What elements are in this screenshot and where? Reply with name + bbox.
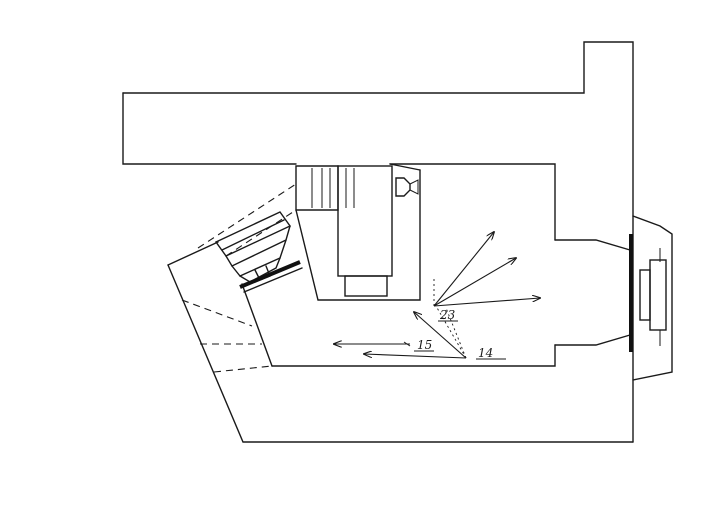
reference-labels: 23 15 14 <box>414 308 506 360</box>
label-14: 14 <box>478 346 493 360</box>
arrow-14-up <box>414 312 467 359</box>
inclined-spindle-head <box>214 211 303 293</box>
vertical-spindle-head <box>295 165 419 297</box>
arrows-group-23 <box>433 232 540 307</box>
work-opening <box>295 163 421 301</box>
arrows-group-14-15 <box>334 305 467 359</box>
arrow-14-left <box>364 354 467 359</box>
label-15: 15 <box>417 338 432 352</box>
frame-beam-and-column <box>122 41 634 443</box>
arrow-23-a <box>433 232 494 307</box>
machine-base-outline <box>167 239 634 443</box>
label-23: 23 <box>439 308 456 322</box>
right-side-fixture <box>629 215 673 381</box>
arrow-23-b <box>433 258 516 307</box>
construction-lines <box>181 183 297 373</box>
arrow-23-c <box>433 298 540 307</box>
